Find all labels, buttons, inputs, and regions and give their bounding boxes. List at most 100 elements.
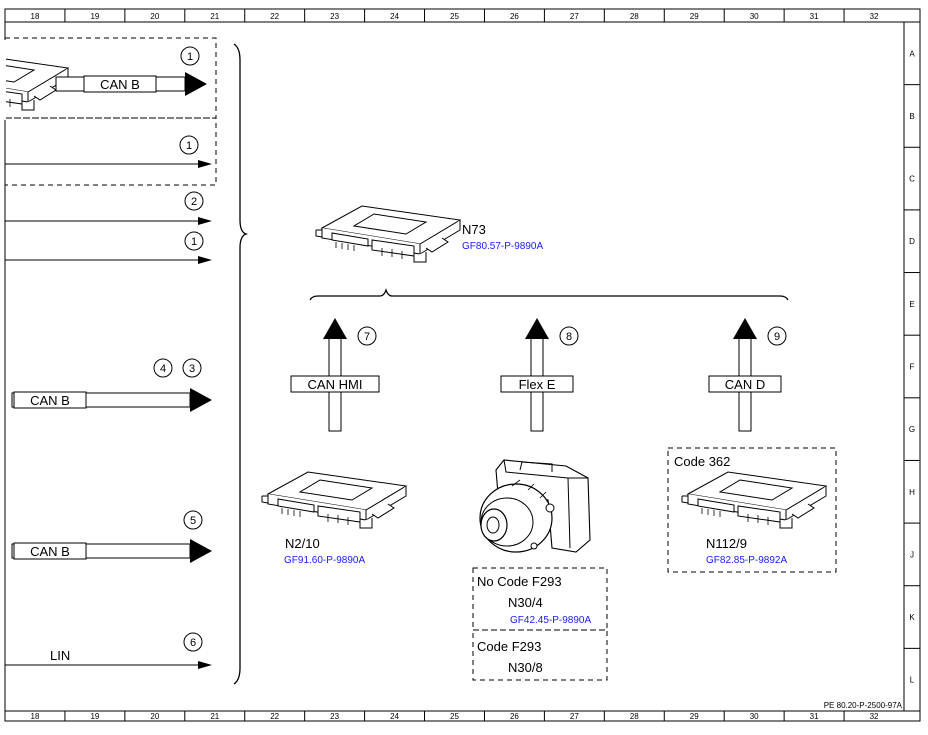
n73-ref-link[interactable]: GF80.57-P-9890A	[462, 241, 543, 252]
column-label-top: 28	[630, 12, 639, 21]
bus-label: CAN HMI	[308, 377, 363, 392]
column-label-bottom: 31	[810, 712, 819, 721]
callout-circle	[183, 632, 203, 652]
n2-10-name: N2/10	[285, 536, 320, 551]
column-label-top: 19	[90, 12, 99, 21]
callout-number: 3	[189, 363, 195, 375]
row-label: C	[909, 175, 915, 184]
column-label-bottom: 20	[150, 712, 159, 721]
vertical-bus-arrow: CAN D 9	[708, 318, 787, 432]
callout-circle	[182, 358, 202, 378]
code-f293-label: Code F293	[477, 639, 541, 654]
bus-label-box	[83, 75, 157, 93]
n30-variant-b-box	[472, 629, 608, 681]
column-label-bottom: 30	[750, 712, 759, 721]
row-label: H	[909, 488, 915, 497]
row-label: K	[909, 613, 915, 622]
camera-module-icon	[479, 459, 591, 553]
column-label-top: 21	[210, 12, 219, 21]
n30-4-name: N30/4	[508, 595, 543, 610]
dashed-group-box-top	[5, 37, 217, 119]
bus-label-box	[13, 391, 87, 409]
column-label-bottom: 28	[630, 712, 639, 721]
bus-label-box	[708, 375, 782, 393]
callout-circle	[357, 326, 377, 346]
column-label-bottom: 23	[330, 712, 339, 721]
bus-label: CAN B	[30, 393, 70, 408]
signal-line: CAN B 5	[11, 510, 212, 563]
column-label-top: 26	[510, 12, 519, 21]
arrow-head	[198, 217, 212, 225]
callout-number: 5	[190, 515, 196, 527]
callout-circle	[184, 231, 204, 251]
callout-number: 1	[191, 236, 197, 248]
column-label-bottom: 27	[570, 712, 579, 721]
column-label-bottom: 26	[510, 712, 519, 721]
arrow-head	[190, 539, 212, 563]
callout-circle	[559, 326, 579, 346]
n112-9-control-unit-icon	[681, 471, 827, 529]
callout-number: 9	[774, 331, 780, 343]
arrow-head	[733, 318, 757, 339]
column-label-top: 32	[870, 12, 879, 21]
signal-group-brace	[233, 43, 249, 685]
callout-number: 8	[566, 331, 572, 343]
column-label-bottom: 24	[390, 712, 399, 721]
callout-circle	[767, 326, 787, 346]
callout-circle	[184, 191, 204, 211]
signal-line: 2	[5, 191, 212, 225]
n2-10-ref-link[interactable]: GF91.60-P-9890A	[284, 555, 365, 566]
callout-number: 1	[186, 140, 192, 152]
bus-label-box	[500, 375, 574, 393]
row-label: D	[909, 237, 915, 246]
column-label-bottom: 19	[90, 712, 99, 721]
n30-8-name: N30/8	[508, 660, 543, 675]
n30-4-ref-link[interactable]: GF42.45-P-9890A	[510, 615, 591, 626]
row-label: E	[909, 300, 914, 309]
arrow-head	[190, 388, 212, 412]
arrow-head	[525, 318, 549, 339]
column-label-top: 24	[390, 12, 399, 21]
column-label-top: 25	[450, 12, 459, 21]
callout-circle	[179, 135, 199, 155]
bus-bracket	[309, 288, 789, 301]
dashed-group-box-second	[5, 117, 217, 186]
code-362-label: Code 362	[674, 454, 730, 469]
callout-number: 4	[160, 363, 166, 375]
n73-control-unit-icon	[315, 205, 461, 263]
n73-name: N73	[462, 222, 486, 237]
column-label-top: 18	[31, 12, 40, 21]
callout-circle	[180, 46, 200, 66]
callout-number: 6	[190, 637, 196, 649]
column-label-bottom: 25	[450, 712, 459, 721]
bus-label-box	[290, 375, 380, 393]
arrow-head	[198, 256, 212, 264]
column-label-top: 23	[330, 12, 339, 21]
vertical-bus-arrow: Flex E8	[500, 318, 579, 432]
bus-label: CAN B	[30, 544, 70, 559]
column-label-top: 31	[810, 12, 819, 21]
bus-label: CAN D	[725, 377, 765, 392]
column-label-top: 27	[570, 12, 579, 21]
callout-circle	[183, 510, 203, 530]
row-label: A	[909, 49, 915, 58]
row-label: J	[910, 550, 914, 559]
signal-line: LIN 6	[5, 632, 212, 669]
bus-label: LIN	[50, 648, 70, 663]
signal-line: 1	[5, 135, 212, 168]
vertical-bus-arrow: CAN HMI 7	[290, 318, 380, 432]
bus-label-box	[13, 542, 87, 560]
row-label: L	[910, 676, 915, 685]
column-label-top: 29	[690, 12, 699, 21]
callout-circle	[153, 358, 173, 378]
callout-number: 7	[364, 331, 370, 343]
arrow-head	[198, 661, 212, 669]
bus-label: CAN B	[100, 77, 140, 92]
column-label-top: 30	[750, 12, 759, 21]
column-label-bottom: 29	[690, 712, 699, 721]
n112-9-code-box	[667, 447, 837, 573]
column-label-bottom: 22	[270, 712, 279, 721]
arrow-head	[198, 160, 212, 168]
n112-9-ref-link[interactable]: GF82.85-P-9892A	[706, 555, 787, 566]
